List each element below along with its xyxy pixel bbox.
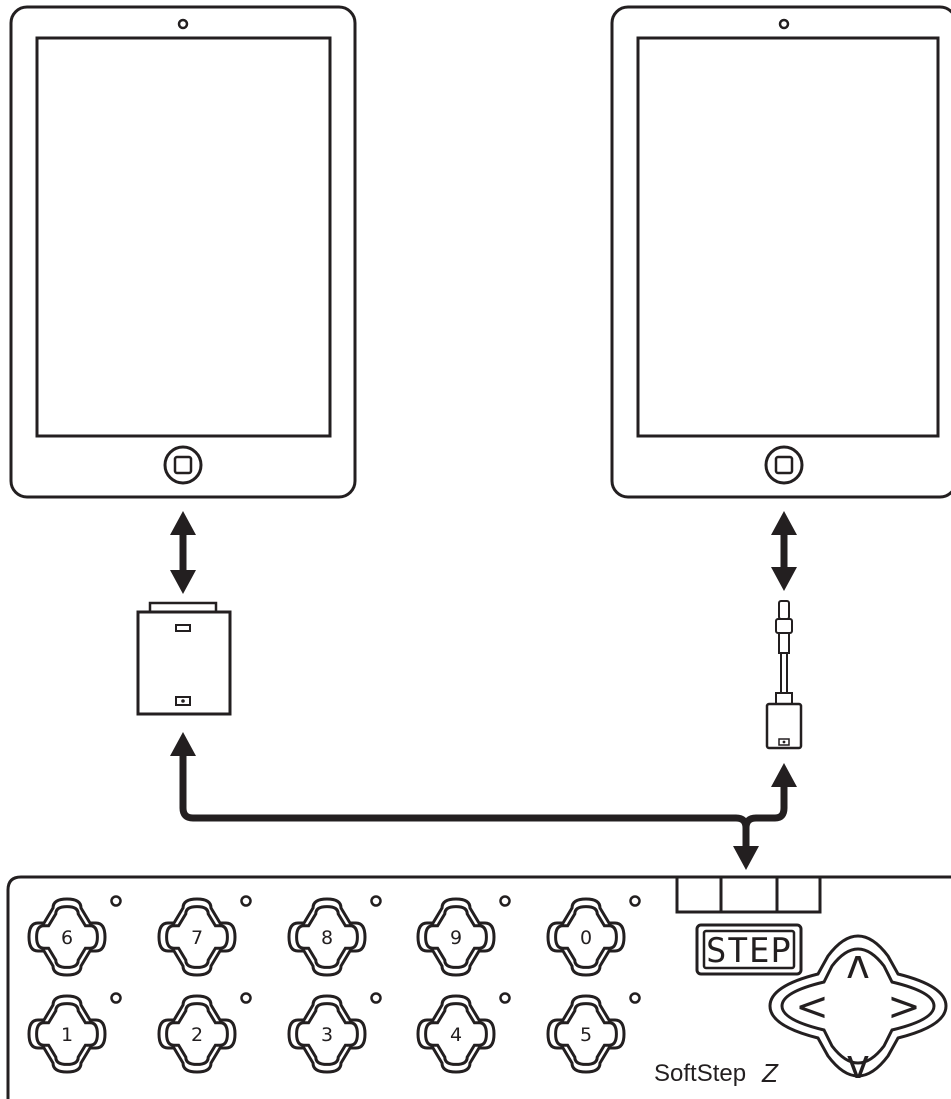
foot-pad-label: 1 bbox=[61, 1024, 73, 1046]
foot-pad-inner bbox=[295, 905, 359, 969]
foot-pad-label: 4 bbox=[450, 1024, 462, 1046]
right-tablet-camera bbox=[778, 18, 790, 30]
foot-pad-0[interactable]: 0 bbox=[546, 895, 641, 977]
foot-pads: 6 7 8 9 0 1 2 3 4 5 bbox=[27, 895, 641, 1074]
lightning-camera-adapter-icon bbox=[765, 600, 803, 750]
nav-down-icon: v bbox=[846, 1042, 870, 1088]
foot-pad-inner bbox=[424, 905, 488, 969]
left-tablet-icon bbox=[9, 5, 357, 499]
led-display: STEP bbox=[695, 923, 803, 976]
right-double-arrow bbox=[771, 511, 797, 591]
foot-pad-2[interactable]: 2 bbox=[157, 992, 252, 1074]
pad-led-icon bbox=[499, 895, 511, 907]
display-text: STEP bbox=[706, 931, 792, 971]
foot-pad-outline bbox=[416, 994, 496, 1074]
foot-pad-outline bbox=[27, 897, 107, 977]
right-tablet-icon bbox=[610, 5, 951, 499]
foot-pad-label: 3 bbox=[321, 1024, 333, 1046]
left-tablet-screen bbox=[35, 36, 332, 438]
foot-pad-inner bbox=[165, 1002, 229, 1066]
right-tablet-home-button bbox=[764, 445, 804, 485]
foot-pad-5[interactable]: 5 bbox=[546, 992, 641, 1074]
pad-led-icon bbox=[629, 992, 641, 1004]
usb-port bbox=[675, 875, 822, 914]
foot-pad-outline bbox=[27, 994, 107, 1074]
pad-led-icon bbox=[240, 992, 252, 1004]
foot-pad-9[interactable]: 9 bbox=[416, 895, 511, 977]
foot-pad-inner bbox=[165, 905, 229, 969]
foot-pad-inner bbox=[295, 1002, 359, 1066]
pad-led-icon bbox=[629, 895, 641, 907]
nav-left-icon: < bbox=[795, 984, 829, 1030]
foot-pad-label: 6 bbox=[61, 927, 73, 949]
foot-pad-6[interactable]: 6 bbox=[27, 895, 122, 977]
foot-pad-label: 8 bbox=[321, 927, 333, 949]
left-tablet-camera bbox=[177, 18, 189, 30]
usb-connection-path bbox=[170, 732, 797, 870]
foot-pad-outline bbox=[157, 897, 237, 977]
nav-up-icon: ʌ bbox=[846, 942, 870, 988]
foot-pad-outline bbox=[416, 897, 496, 977]
nav-right-icon: > bbox=[887, 984, 921, 1030]
foot-pad-1[interactable]: 1 bbox=[27, 992, 122, 1074]
foot-pad-inner bbox=[35, 1002, 99, 1066]
pad-led-icon bbox=[110, 992, 122, 1004]
foot-pad-3[interactable]: 3 bbox=[287, 992, 382, 1074]
foot-pad-inner bbox=[424, 1002, 488, 1066]
foot-pad-label: 0 bbox=[580, 927, 592, 949]
pad-led-icon bbox=[499, 992, 511, 1004]
brand-name: SoftStep bbox=[654, 1060, 746, 1087]
foot-pad-label: 9 bbox=[450, 927, 462, 949]
pad-led-icon bbox=[110, 895, 122, 907]
left-double-arrow bbox=[170, 511, 196, 594]
foot-pad-4[interactable]: 4 bbox=[416, 992, 511, 1074]
pad-led-icon bbox=[370, 895, 382, 907]
foot-pad-label: 7 bbox=[191, 927, 203, 949]
foot-pad-inner bbox=[35, 905, 99, 969]
pad-led-icon bbox=[370, 992, 382, 1004]
foot-pad-outline bbox=[157, 994, 237, 1074]
foot-pad-inner bbox=[554, 1002, 618, 1066]
30-pin-camera-adapter-icon bbox=[136, 601, 232, 716]
foot-pad-label: 2 bbox=[191, 1024, 203, 1046]
softstep-controller: STEP ʌ v < > SoftStep Z 6 7 8 9 0 1 2 3 4 5 bbox=[6, 875, 951, 1099]
foot-pad-outline bbox=[546, 994, 626, 1074]
foot-pad-outline bbox=[287, 994, 367, 1074]
pad-led-icon bbox=[240, 895, 252, 907]
foot-pad-inner bbox=[554, 905, 618, 969]
left-tablet-home-button bbox=[163, 445, 203, 485]
foot-pad-8[interactable]: 8 bbox=[287, 895, 382, 977]
right-tablet-screen bbox=[636, 36, 940, 438]
nav-pad[interactable]: ʌ v < > bbox=[768, 934, 948, 1088]
foot-pad-label: 5 bbox=[580, 1024, 592, 1046]
foot-pad-outline bbox=[287, 897, 367, 977]
foot-pad-outline bbox=[546, 897, 626, 977]
foot-pad-7[interactable]: 7 bbox=[157, 895, 252, 977]
brand-mark: Z bbox=[761, 1058, 779, 1088]
